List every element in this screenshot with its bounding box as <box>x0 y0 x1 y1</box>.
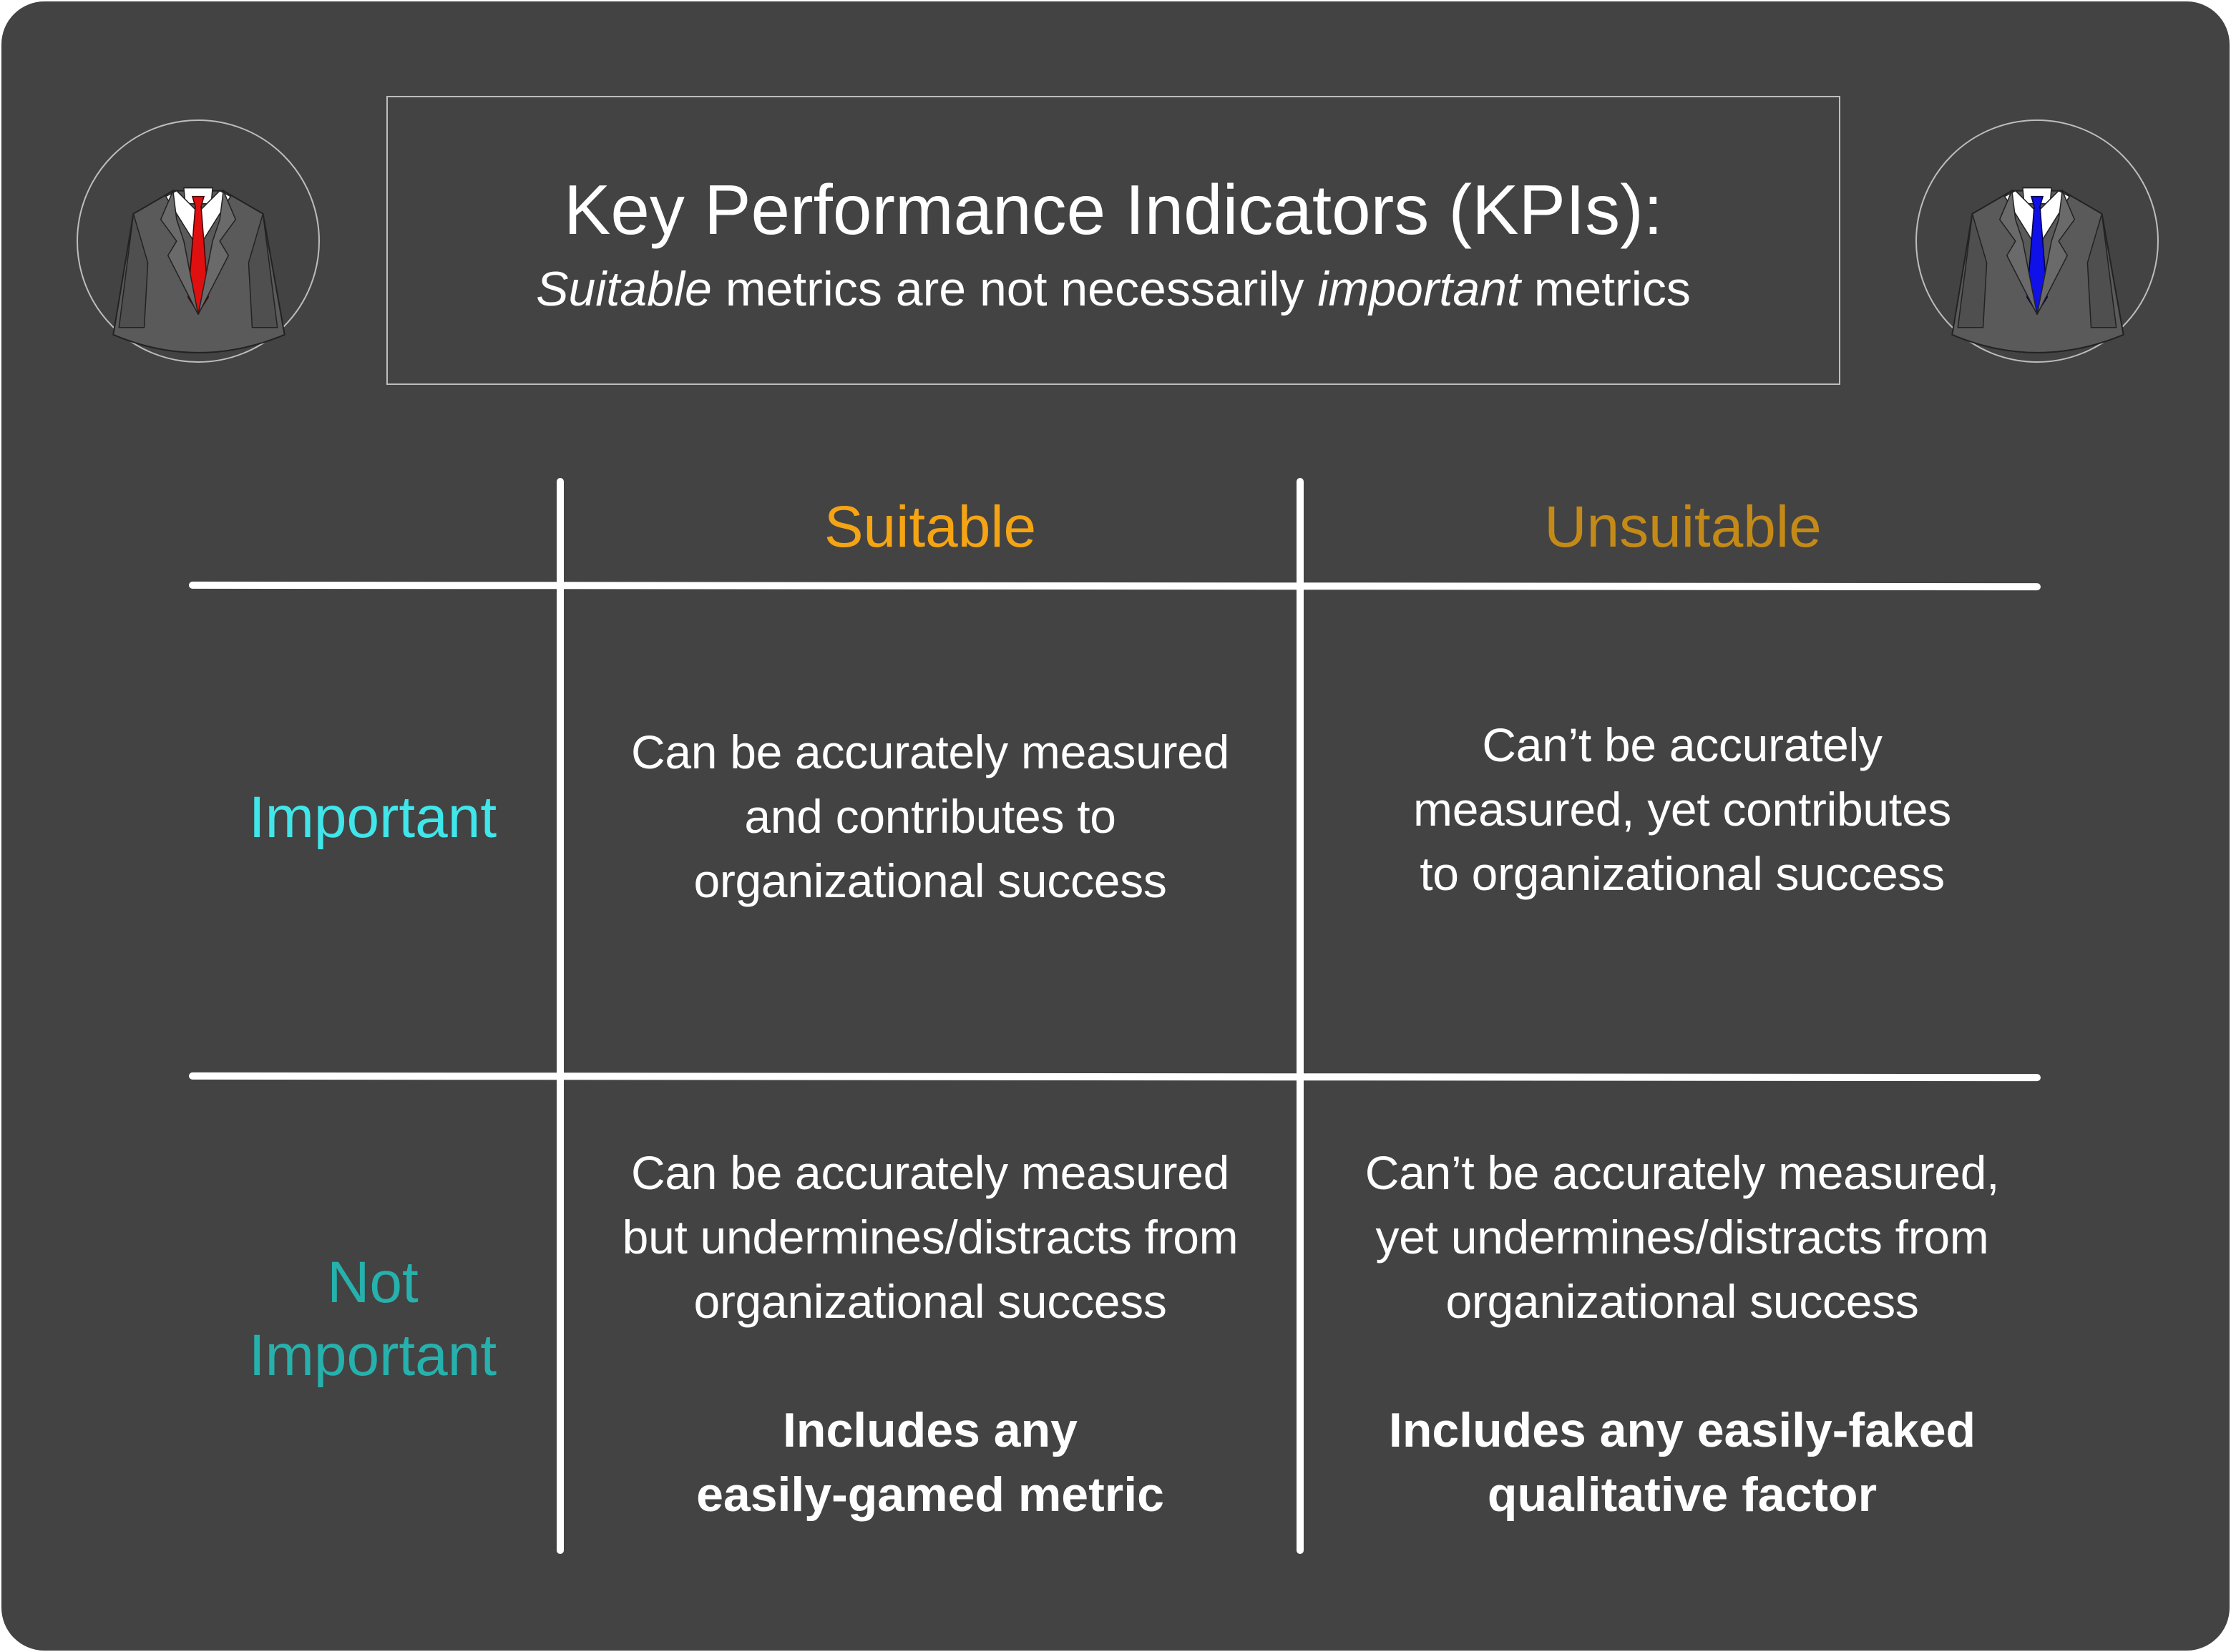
cell-not-important-suitable: Can be accurately measured but undermine… <box>568 1140 1292 1334</box>
column-header-suitable: Suitable <box>824 494 1037 559</box>
note-line: easily-gamed metric <box>696 1467 1164 1522</box>
grid-horizontal-line-middle <box>188 1072 2041 1082</box>
note-line: Includes any <box>783 1403 1078 1457</box>
column-header-unsuitable: Unsuitable <box>1544 494 1822 559</box>
subtitle-emphasis-important: important <box>1317 262 1520 316</box>
cell-line: Can’t be accurately <box>1482 718 1883 771</box>
row-header-not-important: Not Important <box>189 1246 557 1392</box>
grid-horizontal-line-top <box>188 581 2041 591</box>
businessman-red-tie-icon <box>77 119 320 363</box>
cell-line: organizational success <box>693 854 1167 907</box>
subtitle-emphasis-suitable: Suitable <box>536 262 712 316</box>
grid-vertical-line-right <box>1297 478 1304 1554</box>
note-line: Includes any easily-faked <box>1388 1403 1976 1457</box>
cell-line: Can be accurately measured <box>631 725 1229 778</box>
cell-line: organizational success <box>693 1275 1167 1328</box>
cell-line: Can’t be accurately measured, <box>1365 1146 2000 1199</box>
note-easily-gamed: Includes any easily-gamed metric <box>568 1398 1292 1527</box>
row-header-line: Important <box>248 1323 497 1388</box>
note-line: qualitative factor <box>1487 1467 1878 1522</box>
title-box: Key Performance Indicators (KPIs): Suita… <box>386 96 1840 385</box>
subtitle-middle: metrics are not necessarily <box>711 262 1318 316</box>
row-header-line: Not <box>327 1250 419 1315</box>
cell-line: measured, yet contributes <box>1413 783 1951 836</box>
cell-line: but undermines/distracts from <box>622 1211 1239 1264</box>
cell-line: to organizational success <box>1420 847 1945 900</box>
note-easily-faked: Includes any easily-faked qualitative fa… <box>1308 1398 2056 1527</box>
cell-line: and contributes to <box>744 790 1116 843</box>
page-title: Key Performance Indicators (KPIs): <box>564 170 1663 249</box>
cell-important-suitable: Can be accurately measured and contribut… <box>568 720 1292 913</box>
cell-not-important-unsuitable: Can’t be accurately measured, yet underm… <box>1308 1140 2056 1334</box>
cell-important-unsuitable: Can’t be accurately measured, yet contri… <box>1308 713 2056 906</box>
row-header-important: Important <box>248 785 497 850</box>
cell-line: Can be accurately measured <box>631 1146 1229 1199</box>
grid-vertical-line-left <box>557 478 564 1554</box>
page-subtitle: Suitable metrics are not necessarily imp… <box>388 260 1839 318</box>
cell-line: organizational success <box>1445 1275 1919 1328</box>
cell-line: yet undermines/distracts from <box>1375 1211 1989 1264</box>
businessman-blue-tie-icon <box>1915 119 2159 363</box>
subtitle-end: metrics <box>1520 262 1691 316</box>
